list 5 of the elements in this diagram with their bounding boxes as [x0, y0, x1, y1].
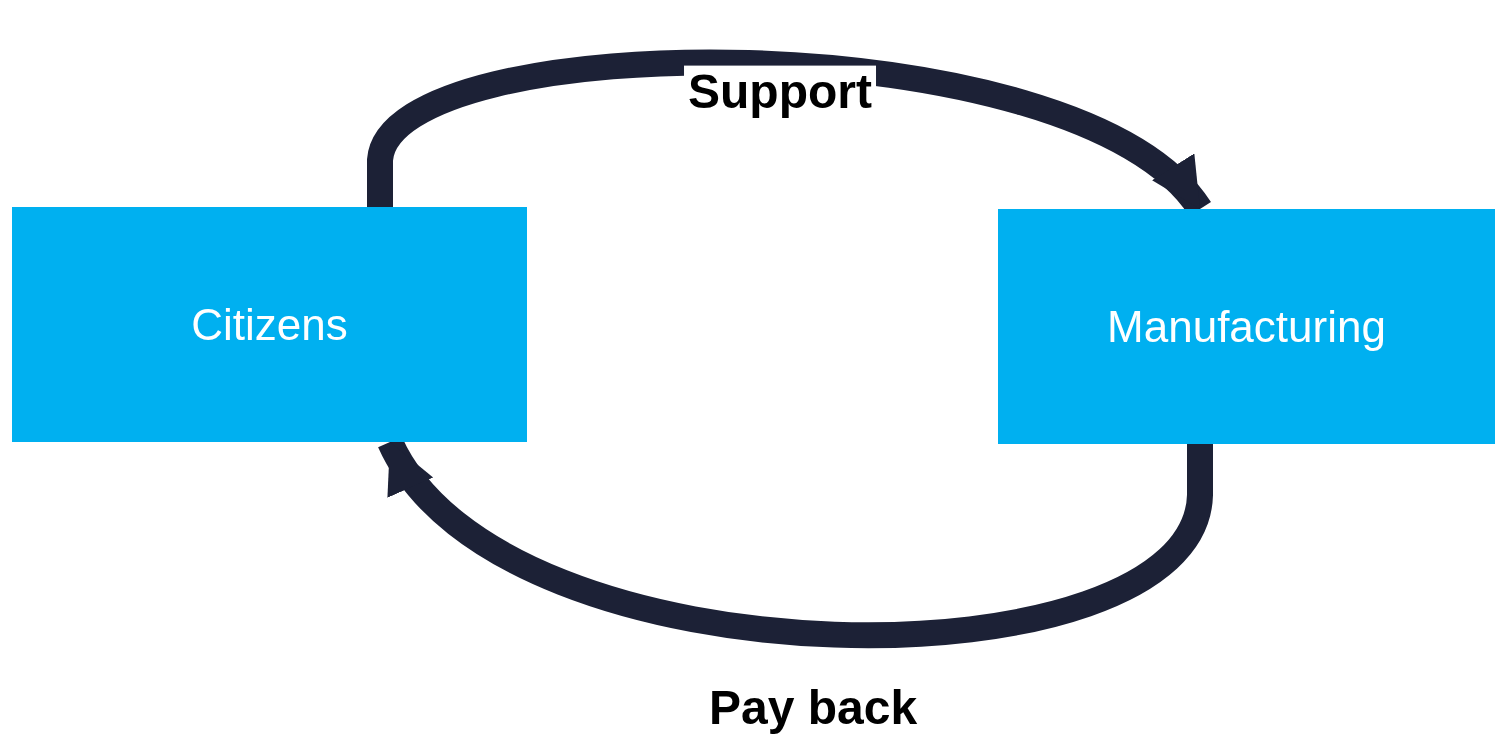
edge-label: Support: [684, 65, 876, 119]
process-box: [12, 207, 527, 442]
box-label: Citizens: [191, 299, 348, 350]
process-box: [998, 209, 1495, 444]
box-label: Manufacturing: [1107, 301, 1386, 352]
